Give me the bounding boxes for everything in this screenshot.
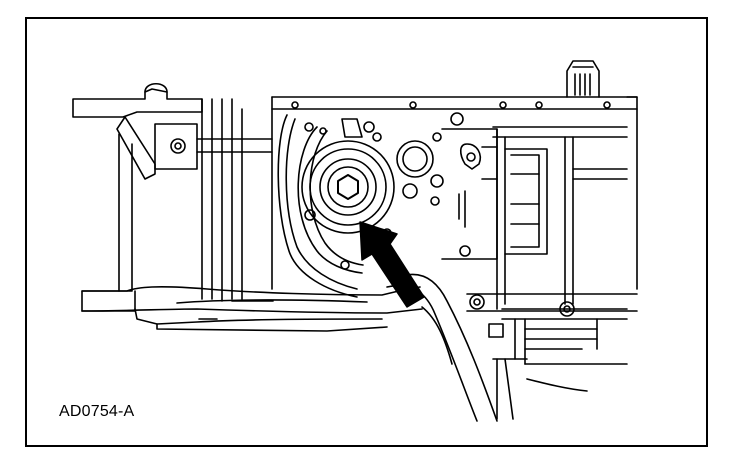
engine-illustration: [72, 60, 638, 422]
lower-frame-rail: [81, 273, 638, 422]
oil-pump-assembly: [297, 126, 395, 274]
figure-frame: AD0754-A: [25, 17, 708, 447]
figure-code: AD0754-A: [59, 403, 135, 420]
engine-block: [221, 60, 638, 310]
